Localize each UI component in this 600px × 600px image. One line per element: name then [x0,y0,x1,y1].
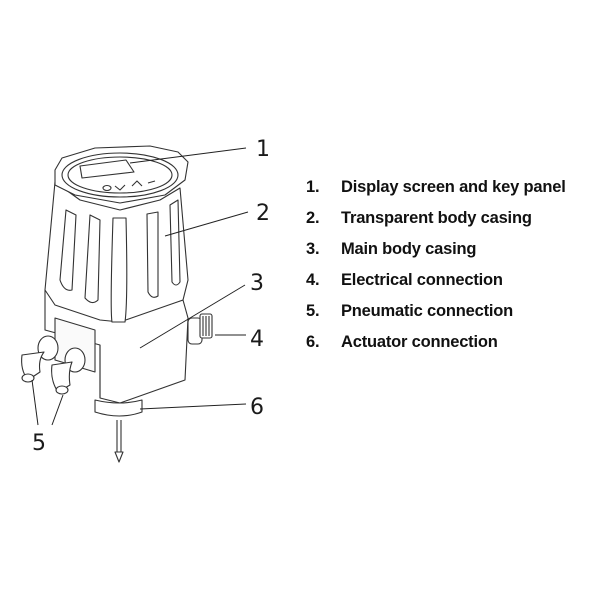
callout-2: 2 [256,201,270,226]
electrical-connection [187,313,213,345]
parts-legend: 1. Display screen and key panel 2. Transpa… [306,172,566,358]
callout-1: 1 [256,137,270,162]
callout-6: 6 [250,395,264,420]
legend-number: 5. [306,302,320,320]
legend-item: 4. Electrical connection [306,265,566,296]
key-buttons [102,180,156,192]
display-screen-and-key-panel [54,145,189,204]
legend-label: Main body casing [341,240,477,258]
legend-number: 2. [306,209,320,227]
legend-item: 1. Display screen and key panel [306,172,566,203]
callout-4: 4 [250,327,264,352]
leader-lines [31,147,249,426]
callout-3: 3 [250,271,264,296]
callout-5: 5 [32,431,46,456]
legend-number: 3. [306,240,320,258]
legend-label: Electrical connection [341,271,503,289]
pneumatic-connection [21,335,86,395]
legend-label: Pneumatic connection [341,302,514,320]
legend-item: 2. Transparent body casing [306,203,566,234]
transparent-body-casing [44,181,189,323]
legend-label: Display screen and key panel [341,178,566,196]
legend-item: 3. Main body casing [306,234,566,265]
legend-label: Actuator connection [341,333,498,351]
legend-number: 4. [306,271,320,289]
legend-item: 6. Actuator connection [306,327,566,358]
legend-number: 1. [306,178,320,196]
actuator-connection [94,399,143,463]
legend-label: Transparent body casing [341,209,532,227]
legend-number: 6. [306,333,320,351]
legend-item: 5. Pneumatic connection [306,296,566,327]
